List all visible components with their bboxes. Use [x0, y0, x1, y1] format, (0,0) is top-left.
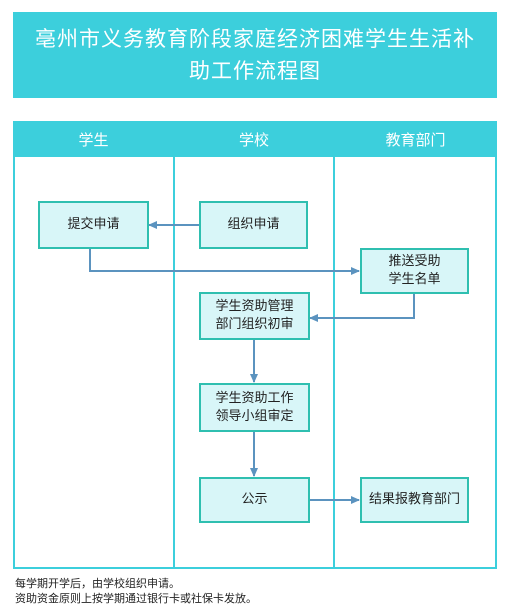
- page-title: 亳州市义务教育阶段家庭经济困难学生生活补助工作流程图: [13, 12, 497, 98]
- lane-header-school: 学校: [174, 121, 334, 157]
- node-push-student-list: 推送受助 学生名单: [360, 248, 469, 294]
- node-report-to-education-dept: 结果报教育部门: [360, 477, 469, 523]
- node-organize-application: 组织申请: [199, 201, 308, 249]
- node-push-label: 推送受助 学生名单: [388, 254, 441, 287]
- node-report-label: 结果报教育部门: [368, 492, 460, 507]
- node-submit-application: 提交申请: [38, 201, 149, 249]
- node-final-approval: 学生资助工作 领导小组审定: [199, 383, 310, 432]
- node-publicize: 公示: [199, 477, 310, 523]
- node-approve-label: 学生资助工作 领导小组审定: [215, 390, 294, 424]
- node-review-label: 学生资助管理 部门组织初审: [215, 299, 294, 332]
- node-organize-label: 组织申请: [227, 217, 280, 232]
- footnote-2: 资助资金原则上按学期通过银行卡或社保卡发放。: [15, 592, 257, 605]
- node-publicize-label: 公示: [241, 492, 268, 507]
- footnote-1: 每学期开学后，由学校组织申请。: [15, 577, 180, 590]
- lane-divider-2: [333, 121, 335, 569]
- arrow-submit-to-push: [89, 248, 360, 275]
- node-submit-label: 提交申请: [67, 217, 120, 232]
- arrow-push-to-review: [309, 294, 415, 322]
- lane-header-education-dept: 教育部门: [334, 121, 497, 157]
- node-preliminary-review: 学生资助管理 部门组织初审: [199, 292, 310, 340]
- title-text: 亳州市义务教育阶段家庭经济困难学生生活补助工作流程图: [35, 27, 475, 83]
- lane-divider-1: [173, 121, 175, 569]
- lane-header-student: 学生: [13, 121, 174, 157]
- footnotes: 每学期开学后，由学校组织申请。 资助资金原则上按学期通过银行卡或社保卡发放。: [15, 576, 257, 606]
